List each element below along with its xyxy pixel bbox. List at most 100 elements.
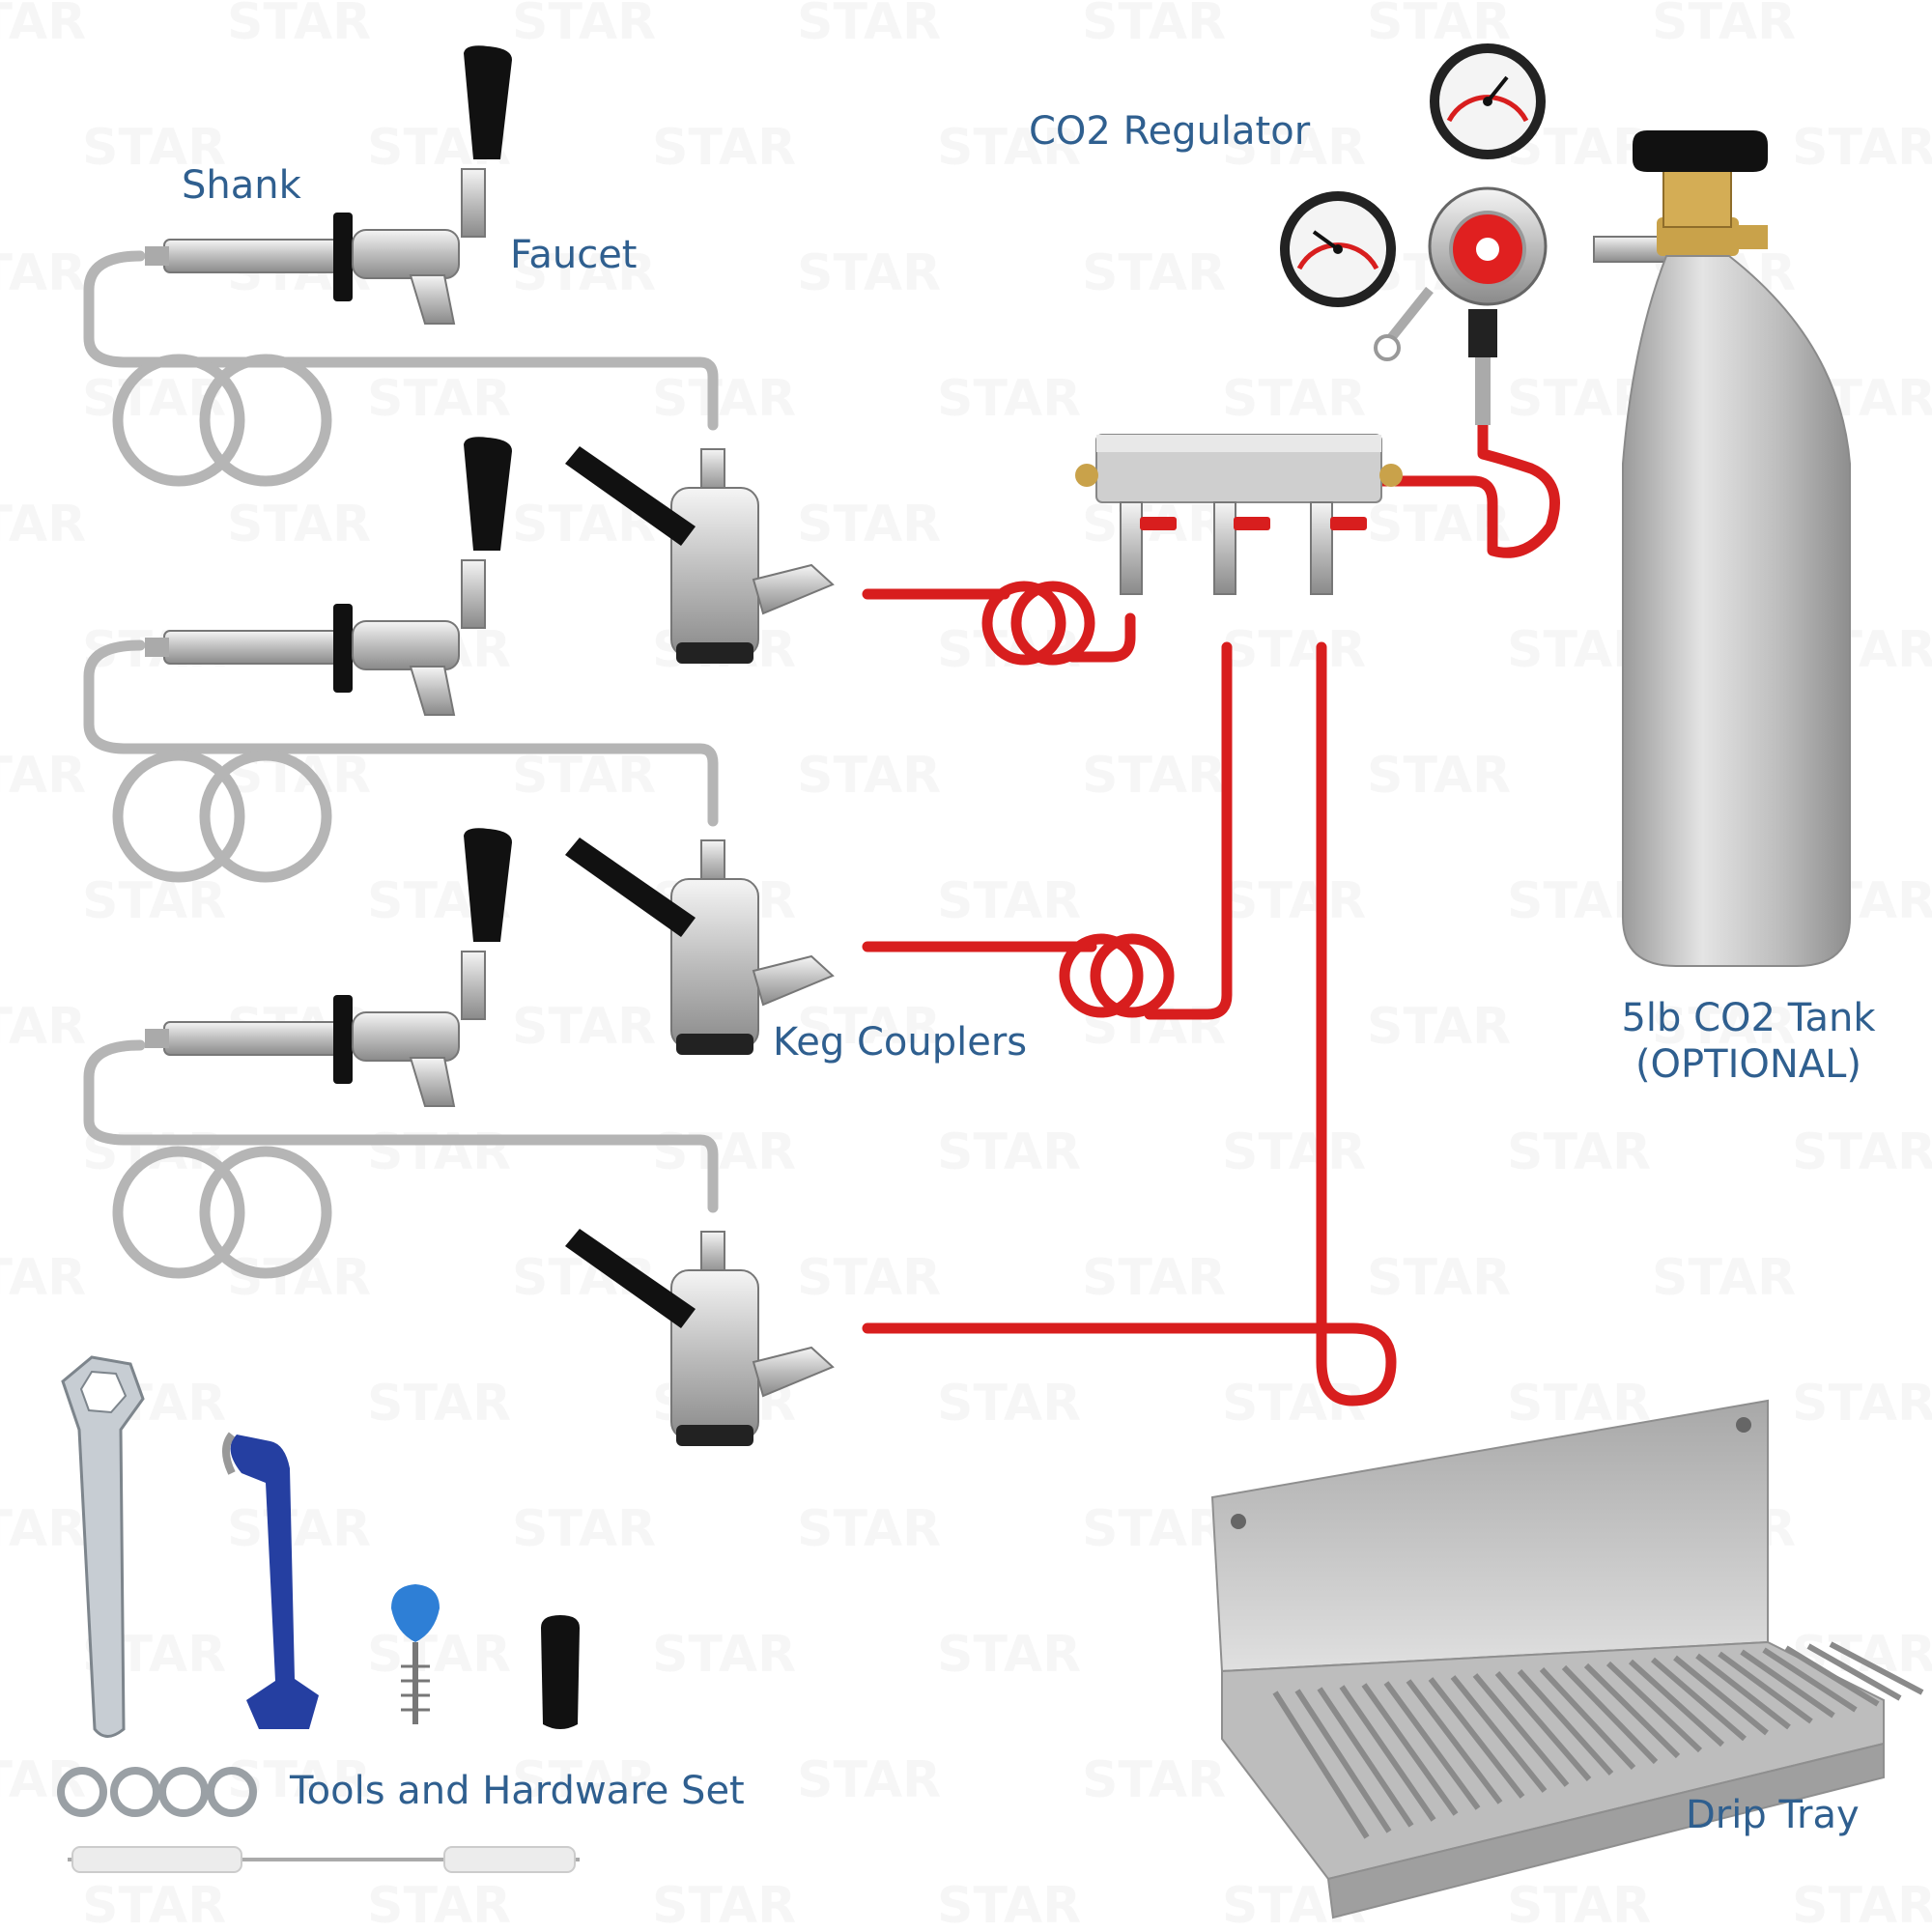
- gas-line-main: [1371, 419, 1560, 558]
- shank-1: [163, 239, 349, 273]
- co2-tank-label: 5lb CO2 Tank (OPTIONAL): [1584, 995, 1913, 1088]
- watermark-text: STAR: [937, 1877, 1081, 1932]
- shank-3: [163, 1021, 349, 1056]
- watermark-text: STAR: [82, 1877, 226, 1932]
- watermark-text: STAR: [0, 998, 86, 1056]
- watermark-text: STAR: [937, 1626, 1081, 1684]
- watermark-text: STAR: [797, 244, 941, 302]
- drip-tray-slot: [1561, 1664, 1659, 1765]
- drip-tray-slot: [1762, 1647, 1858, 1713]
- watermark-text: STAR: [1082, 1500, 1226, 1558]
- tap-handle-1: [464, 45, 512, 159]
- watermark-text: STAR: [0, 244, 86, 302]
- watermark-text: STAR: [227, 1500, 371, 1558]
- drip-tray-slot: [1784, 1645, 1880, 1707]
- watermark-text: STAR: [797, 1249, 941, 1307]
- watermark-text: STAR: [1367, 998, 1511, 1056]
- gas-manifold: [1075, 434, 1403, 595]
- watermark-text: STAR: [1792, 1375, 1932, 1433]
- faucet-body-2: [352, 620, 460, 670]
- drip-tray-label: Drip Tray: [1686, 1793, 1860, 1837]
- watermark-text: STAR: [1222, 872, 1366, 930]
- faucet-plug-icon: [541, 1615, 580, 1729]
- beer-line-3: [83, 1039, 719, 1279]
- drip-tray-slot: [1317, 1687, 1414, 1828]
- drip-tray-slot: [1472, 1673, 1570, 1787]
- drip-tray-slot: [1339, 1685, 1436, 1822]
- watermark-text: STAR: [1652, 1249, 1796, 1307]
- watermark-text: STAR: [937, 1375, 1081, 1433]
- drip-tray-slot: [1628, 1659, 1725, 1747]
- watermark-text: STAR: [797, 496, 941, 554]
- watermark-text: STAR: [1082, 244, 1226, 302]
- watermark-text: STAR: [797, 1500, 941, 1558]
- watermark-text: STAR: [1222, 1123, 1366, 1181]
- line-brush-icon: [68, 1846, 580, 1873]
- watermark-text: STAR: [1792, 1123, 1932, 1181]
- watermark-text: STAR: [1652, 0, 1796, 51]
- co2-regulator-label: CO2 Regulator: [1029, 109, 1311, 154]
- co2-tank-label-line1: 5lb CO2 Tank: [1621, 996, 1876, 1040]
- watermark-text: STAR: [1082, 747, 1226, 805]
- watermark-text: STAR: [1222, 621, 1366, 679]
- drip-tray-slot: [1695, 1653, 1791, 1730]
- watermark-text: STAR: [1082, 1751, 1226, 1809]
- watermark-text: STAR: [367, 1123, 511, 1181]
- co2-tank: [1622, 130, 1851, 967]
- drip-tray-slot: [1673, 1655, 1769, 1736]
- coupler-wrench-icon: [230, 1435, 319, 1729]
- drip-tray-slot: [1740, 1649, 1835, 1719]
- gas-lines: [862, 419, 1560, 1406]
- gauge-low: [1280, 191, 1396, 307]
- faucet-body-3: [352, 1011, 460, 1062]
- watermark-text: STAR: [0, 1751, 86, 1809]
- keg-couplers-label: Keg Couplers: [773, 1020, 1028, 1065]
- drip-tray-slot: [1294, 1689, 1392, 1833]
- drip-tray-slot: [1383, 1681, 1481, 1810]
- faucet-assembly-2: [145, 437, 512, 716]
- watermark-text: STAR: [937, 370, 1081, 428]
- watermark-text: STAR: [652, 1123, 796, 1181]
- drip-tray-slot: [1806, 1643, 1902, 1701]
- watermark-text: STAR: [512, 0, 656, 51]
- shank-2: [163, 630, 349, 665]
- keg-coupler-2: [565, 838, 835, 1055]
- watermark-text: STAR: [512, 1500, 656, 1558]
- watermark-text: STAR: [82, 872, 226, 930]
- wrench-icon: [61, 1355, 145, 1738]
- watermark-text: STAR: [937, 1123, 1081, 1181]
- watermark-text: STAR: [797, 0, 941, 51]
- co2-regulator: [1280, 43, 1711, 425]
- watermark-text: STAR: [367, 1375, 511, 1433]
- watermark-text: STAR: [1507, 1123, 1651, 1181]
- watermark-text: STAR: [1367, 747, 1511, 805]
- watermark-text: STAR: [1082, 0, 1226, 51]
- faucet-label: Faucet: [510, 233, 638, 277]
- keg-coupler-3: [565, 1229, 835, 1446]
- watermark-text: STAR: [652, 1877, 796, 1932]
- watermark-text: STAR: [1367, 1249, 1511, 1307]
- watermark-text: STAR: [1792, 1877, 1932, 1932]
- co2-tank-label-line2: (OPTIONAL): [1634, 1042, 1862, 1087]
- drip-tray-slot: [1361, 1683, 1459, 1816]
- shank-label: Shank: [182, 163, 301, 208]
- watermark-text: STAR: [652, 370, 796, 428]
- drip-tray-slot: [1651, 1657, 1747, 1742]
- watermark-text: STAR: [652, 119, 796, 177]
- drip-tray-slot: [1718, 1651, 1813, 1724]
- watermark-text: STAR: [1792, 119, 1932, 177]
- drip-tray-slot: [1494, 1671, 1592, 1781]
- drip-tray-slot: [1450, 1675, 1548, 1793]
- watermark-text: STAR: [937, 872, 1081, 930]
- watermark-text: STAR: [652, 1626, 796, 1684]
- drip-tray-slot: [1829, 1641, 1924, 1695]
- watermark-text: STAR: [0, 1500, 86, 1558]
- faucet-assembly-1: [145, 45, 512, 325]
- watermark-text: STAR: [367, 370, 511, 428]
- watermark-text: STAR: [227, 0, 371, 51]
- drip-tray-slot: [1517, 1668, 1614, 1776]
- tap-handle-3: [464, 828, 512, 942]
- watermark-text: STAR: [0, 496, 86, 554]
- faucet-body-1: [352, 229, 460, 279]
